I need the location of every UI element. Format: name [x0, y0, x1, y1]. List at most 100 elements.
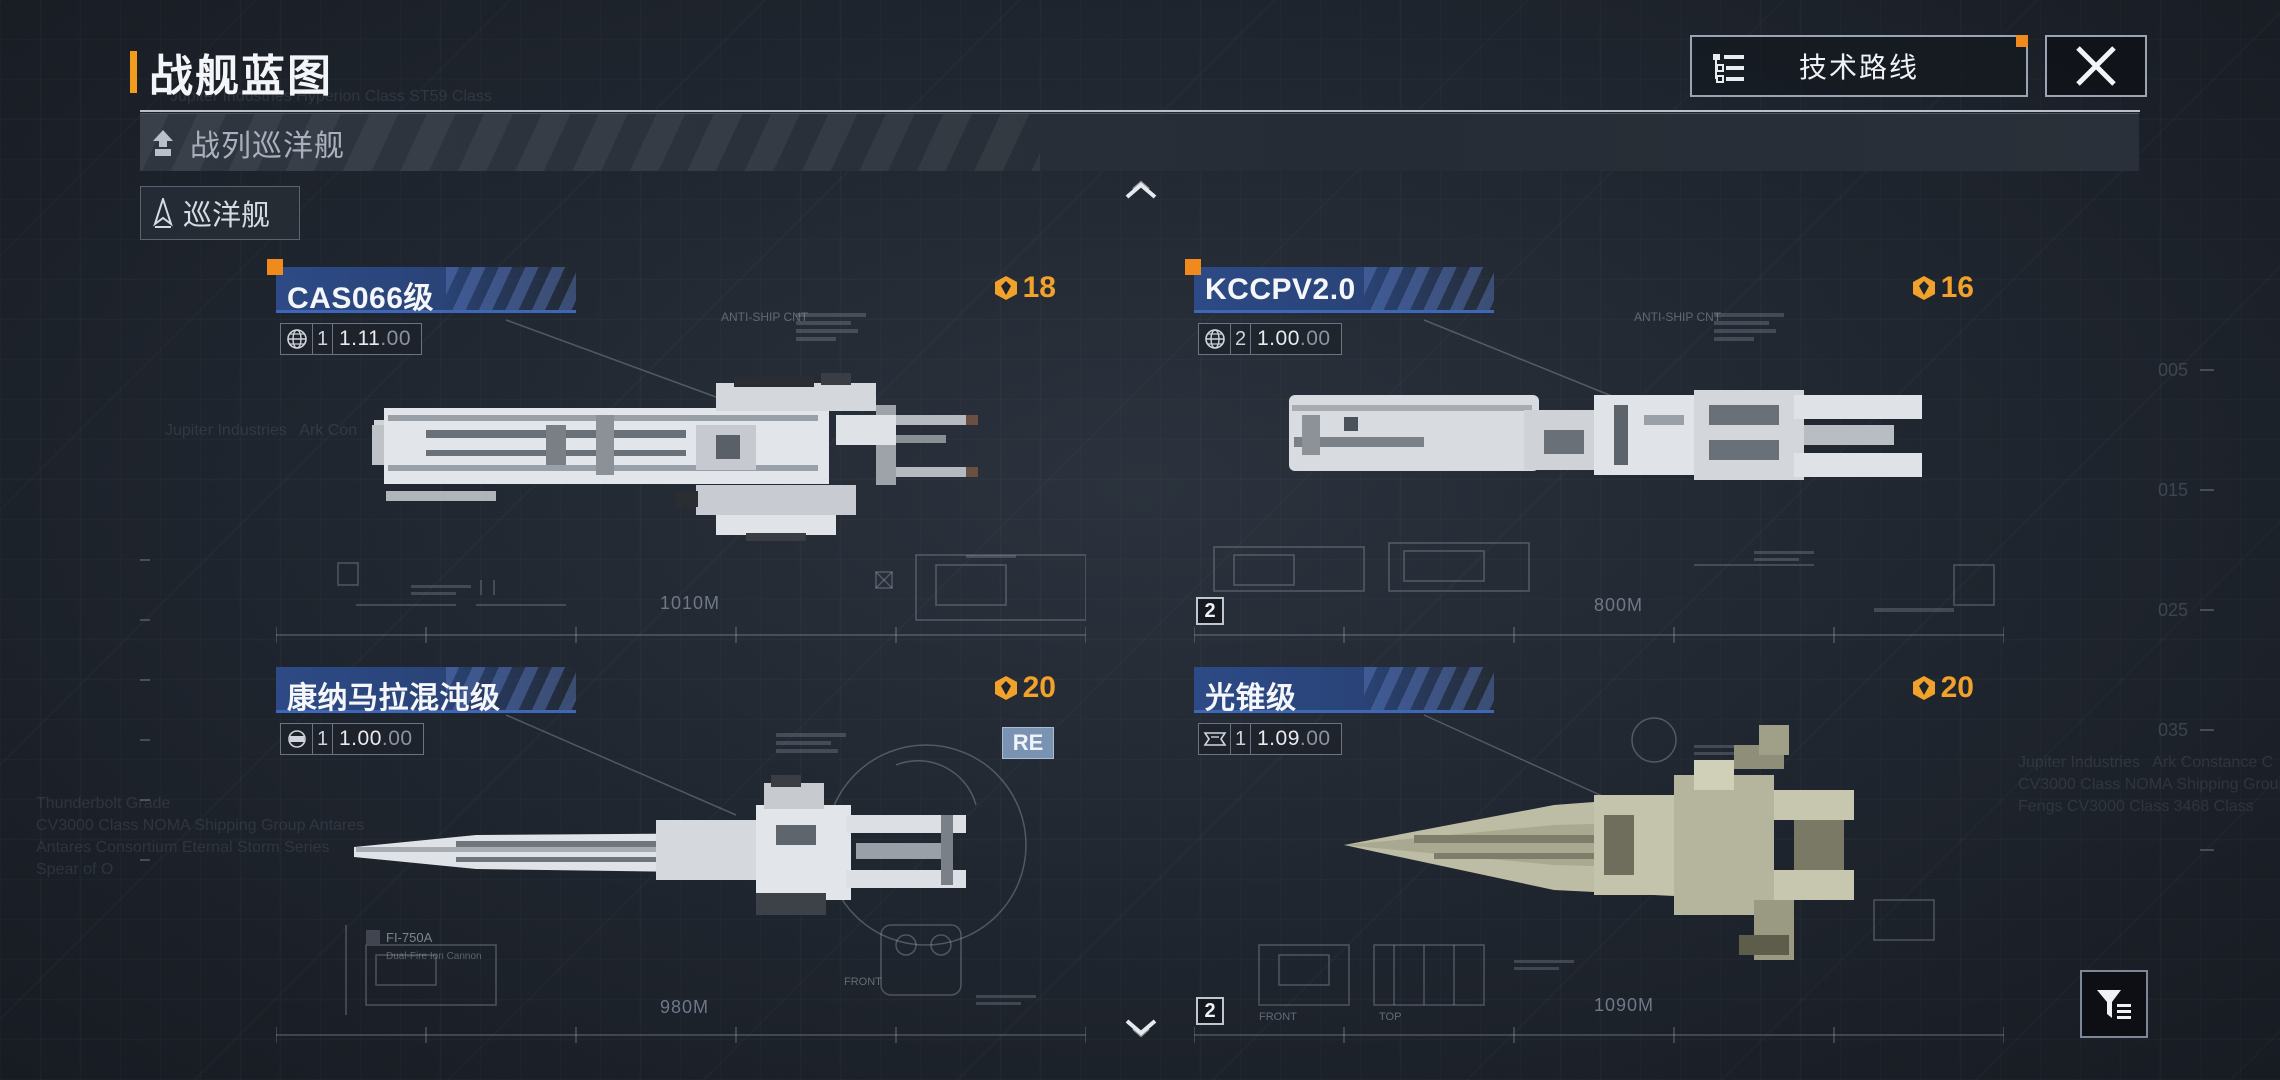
- ship-stat-box: 1 1.11.00: [280, 323, 423, 355]
- ship-class-label: 战列巡洋舰: [190, 129, 345, 163]
- name-bar-stripes: [446, 667, 576, 713]
- faction-icon: [281, 724, 313, 754]
- ratio-dim: .00: [1299, 727, 1331, 750]
- ship-hull: [372, 373, 978, 541]
- ship-blueprint: ANTI-SHIP CNT: [276, 310, 1086, 643]
- page-title-group: 战舰蓝图: [130, 40, 333, 104]
- ship-level: 2: [1231, 324, 1251, 354]
- ship-cost: 18: [993, 271, 1056, 305]
- ship-cost: 20: [1911, 671, 1974, 705]
- scale-label: 035: [2158, 720, 2189, 740]
- header-divider: [140, 110, 2140, 112]
- title-accent: [130, 51, 137, 93]
- cost-emblem-icon: [994, 676, 1017, 700]
- ship-name-bar: [276, 667, 576, 713]
- ship-ratio: 1.11.00: [333, 324, 421, 354]
- tech-route-button[interactable]: 技术路线: [1690, 35, 2028, 97]
- ratio-dim: .00: [380, 327, 412, 350]
- blueprint-label: ANTI-SHIP CNT: [721, 310, 809, 324]
- page-title: 战舰蓝图: [149, 52, 333, 101]
- ship-ratio: 1.09.00: [1251, 724, 1341, 754]
- name-bar-stripes: [446, 267, 576, 313]
- cost-emblem-icon: [1912, 276, 1935, 300]
- blueprint-sublabel: Dual-Fire Ion Cannon: [386, 951, 482, 962]
- ship-length: 1010M: [660, 593, 721, 613]
- close-button[interactable]: [2045, 35, 2147, 97]
- ship-name: CAS066级: [287, 282, 434, 315]
- ratio-dim: .00: [381, 727, 413, 750]
- cost-emblem-icon: [994, 276, 1017, 300]
- ship-stat-box: 1 1.00.00: [280, 723, 424, 755]
- blueprint-label: FI-750A: [386, 930, 433, 945]
- ship-name-bar: [1194, 267, 1494, 313]
- globe-icon: [1199, 324, 1231, 354]
- new-marker: [1185, 259, 1201, 275]
- scale-label: 015: [2158, 480, 2189, 500]
- ship-cost: 16: [1911, 271, 1974, 305]
- re-badge: RE: [1002, 727, 1054, 759]
- name-bar-edge: [1194, 310, 1494, 313]
- cost-value: 20: [1022, 671, 1056, 704]
- name-bar-stripes: [1364, 667, 1494, 713]
- ship-blueprint: FI-750A Dual-Fire Ion Cannon FRONT: [276, 714, 1086, 1043]
- ship-length: 1090M: [1594, 995, 1655, 1015]
- blueprint-front-label: FRONT: [1259, 1011, 1297, 1023]
- ship-name: 康纳马拉混沌级: [287, 682, 501, 715]
- ratio-dim: .00: [1299, 327, 1331, 350]
- cost-value: 16: [1940, 271, 1974, 304]
- ship-card[interactable]: FRONT TOP 光锥级 20: [1194, 665, 2004, 1065]
- ship-length: 980M: [660, 997, 710, 1017]
- blueprint-label: ANTI-SHIP CNT: [1634, 310, 1722, 324]
- name-bar-stripes: [1364, 267, 1494, 313]
- scale-label: 005: [2158, 360, 2189, 380]
- ship-hull: [354, 775, 966, 915]
- blueprint-top-label: TOP: [1379, 1011, 1401, 1023]
- ship-name: KCCPV2.0: [1205, 273, 1356, 306]
- ship-stat-box: 1 1.09.00: [1198, 723, 1342, 755]
- ship-card[interactable]: ANTI-SHIP CNT: [267, 259, 1086, 665]
- ship-ratio: 1.00.00: [333, 724, 423, 754]
- ship-level: 1: [313, 724, 333, 754]
- ratio-main: 1.09: [1257, 727, 1300, 750]
- battlecruiser-icon: [153, 129, 173, 156]
- ship-level: 1: [313, 324, 333, 354]
- scale-label: 025: [2158, 600, 2189, 620]
- cost-value: 18: [1022, 271, 1056, 304]
- chevron-down-icon[interactable]: [1124, 1018, 1158, 1040]
- ship-hull: [1344, 725, 1854, 960]
- left-ruler: [140, 559, 150, 861]
- ratio-main: 1.00: [1257, 327, 1300, 350]
- ship-level: 1: [1231, 724, 1251, 754]
- ship-ratio: 1.00.00: [1251, 324, 1341, 354]
- ship-card[interactable]: ANTI-SHIP CNT KCCPV2.0: [1185, 259, 2004, 665]
- ship-card[interactable]: FI-750A Dual-Fire Ion Cannon FRONT 康纳马拉混…: [276, 665, 1086, 1065]
- tech-tree-icon: [1713, 54, 1744, 83]
- right-ruler: [2200, 369, 2214, 851]
- notification-dot: [2016, 35, 2028, 47]
- class-bar-stripes: [140, 114, 1040, 171]
- filter-icon: [2097, 990, 2131, 1019]
- faction-icon: [1199, 724, 1231, 754]
- tab-cruiser-label: 巡洋舰: [183, 200, 271, 232]
- generation-badge: 2: [1196, 997, 1224, 1025]
- ship-blueprint: FRONT TOP: [1194, 714, 2004, 1043]
- ship-cost: 20: [993, 671, 1056, 705]
- name-bar-edge: [1194, 710, 1494, 713]
- cruiser-icon: [153, 198, 173, 228]
- cost-value: 20: [1940, 671, 1974, 704]
- bg-text-top: Jupiter Industries Hyperion Class ST59 C…: [170, 88, 492, 105]
- cost-emblem-icon: [1912, 676, 1935, 700]
- tab-cruiser[interactable]: 巡洋舰: [140, 186, 300, 240]
- ship-blueprint: ANTI-SHIP CNT: [1194, 310, 2004, 643]
- ratio-main: 1.00: [339, 727, 382, 750]
- ship-class-bar[interactable]: 战列巡洋舰: [140, 113, 2139, 171]
- bg-text-mid: Jupiter Industries Ark Con: [165, 422, 358, 439]
- ship-name-bar: [276, 267, 576, 313]
- chevron-up-icon[interactable]: [1124, 178, 1158, 200]
- ship-name-bar: [1194, 667, 1494, 713]
- generation-badge: 2: [1196, 597, 1224, 625]
- bg-text-right: Jupiter Industries Ark Constance C CV300…: [2018, 754, 2280, 815]
- filter-button[interactable]: [2080, 970, 2148, 1038]
- name-bar-edge: [276, 710, 576, 713]
- ship-name: 光锥级: [1205, 682, 1297, 715]
